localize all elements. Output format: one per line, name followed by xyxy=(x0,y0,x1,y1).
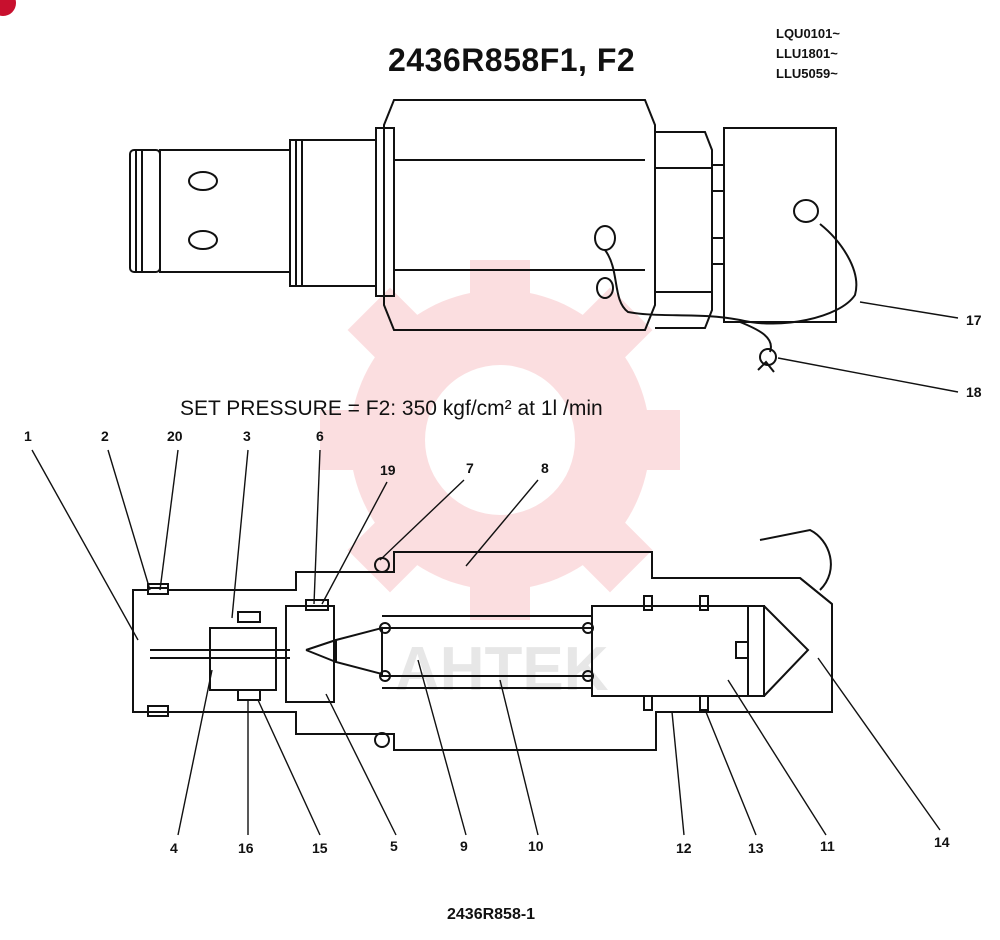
callout-14: 14 xyxy=(934,834,950,850)
drawing-title: 2436R858F1, F2 xyxy=(388,42,636,78)
drawing-number: 2436R858-1 xyxy=(447,906,536,923)
corner-badge-icon xyxy=(0,0,16,16)
callout-1: 1 xyxy=(24,428,32,444)
set-pressure-note: SET PRESSURE = F2: 350 kgf/cm² at 1l /mi… xyxy=(180,397,603,420)
serial-range: LLU5059~ xyxy=(776,66,838,81)
callout-18: 18 xyxy=(966,384,982,400)
callout-15: 15 xyxy=(312,840,328,856)
callout-12: 12 xyxy=(676,840,692,856)
gear-watermark-icon xyxy=(320,260,680,620)
valve-section-view xyxy=(132,528,833,751)
callout-16: 16 xyxy=(238,840,254,856)
serial-ranges: LQU0101~ LLU1801~ LLU5059~ xyxy=(776,24,840,84)
callout-20: 20 xyxy=(167,428,183,444)
valve-external-view xyxy=(129,99,858,373)
callout-10: 10 xyxy=(528,838,544,854)
callout-19: 19 xyxy=(380,462,396,478)
callout-8: 8 xyxy=(541,460,549,476)
callout-17: 17 xyxy=(966,312,982,328)
watermark-text: AHTEK xyxy=(395,635,609,704)
callout-11: 11 xyxy=(820,838,835,854)
leader-lines xyxy=(31,301,959,836)
callout-9: 9 xyxy=(460,838,468,854)
callout-6: 6 xyxy=(316,428,324,444)
callout-13: 13 xyxy=(748,840,764,856)
callout-3: 3 xyxy=(243,428,251,444)
callout-2: 2 xyxy=(101,428,109,444)
callout-5: 5 xyxy=(390,838,398,854)
callout-4: 4 xyxy=(170,840,178,856)
callout-7: 7 xyxy=(466,460,474,476)
serial-range: LLU1801~ xyxy=(776,46,838,61)
serial-range: LQU0101~ xyxy=(776,26,840,41)
